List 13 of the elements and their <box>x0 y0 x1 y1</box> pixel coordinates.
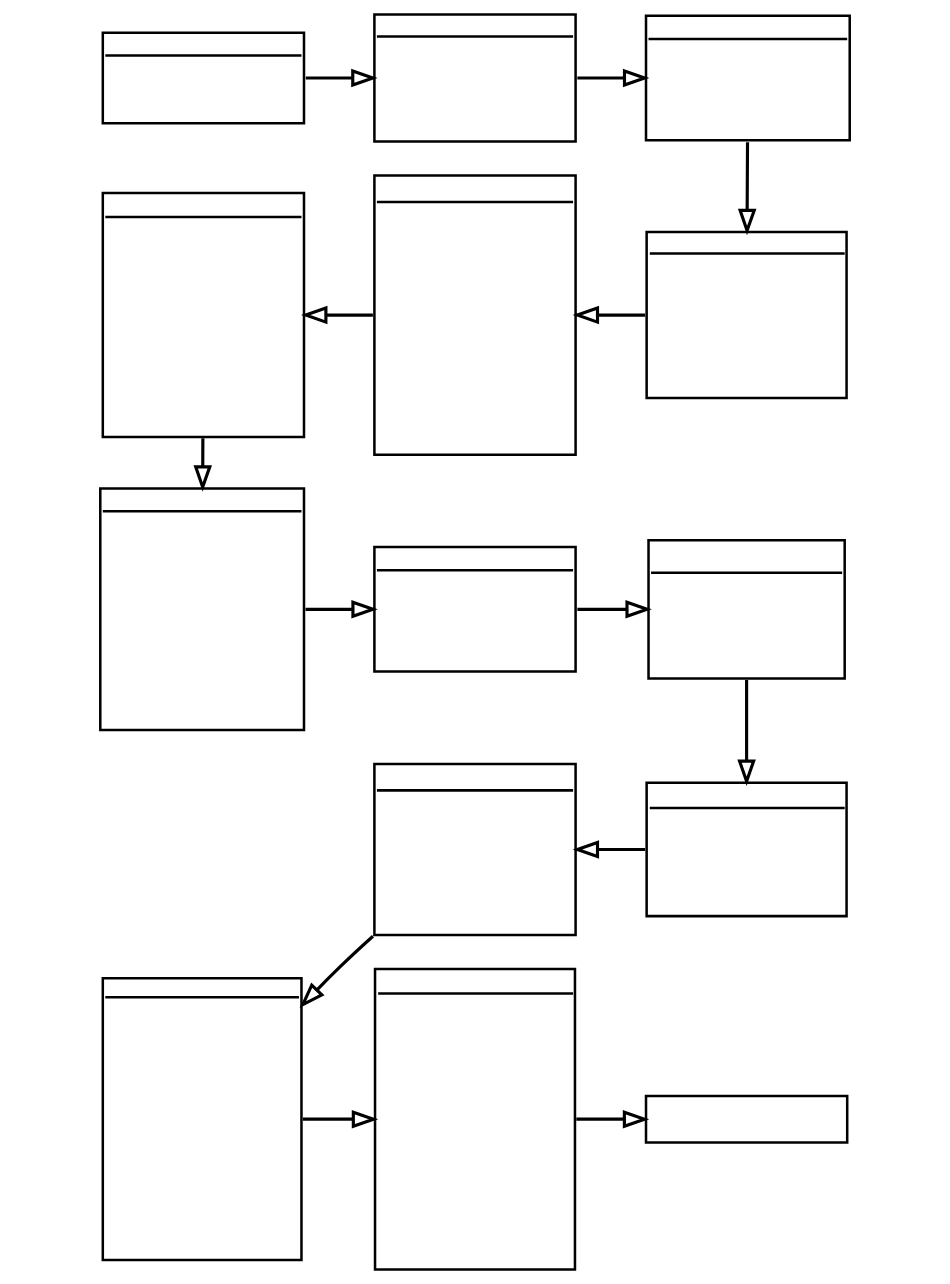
arrow <box>576 1109 650 1129</box>
arrow <box>737 679 756 786</box>
arrow <box>301 305 373 325</box>
arrow <box>737 142 757 236</box>
arrow <box>577 68 650 88</box>
arrow <box>572 840 646 859</box>
arrow <box>193 438 212 492</box>
arrow <box>572 305 646 325</box>
arrow <box>305 68 378 88</box>
arrow <box>305 600 378 619</box>
arrow <box>302 1109 379 1129</box>
arrow <box>299 935 374 1008</box>
arrow <box>577 600 652 619</box>
